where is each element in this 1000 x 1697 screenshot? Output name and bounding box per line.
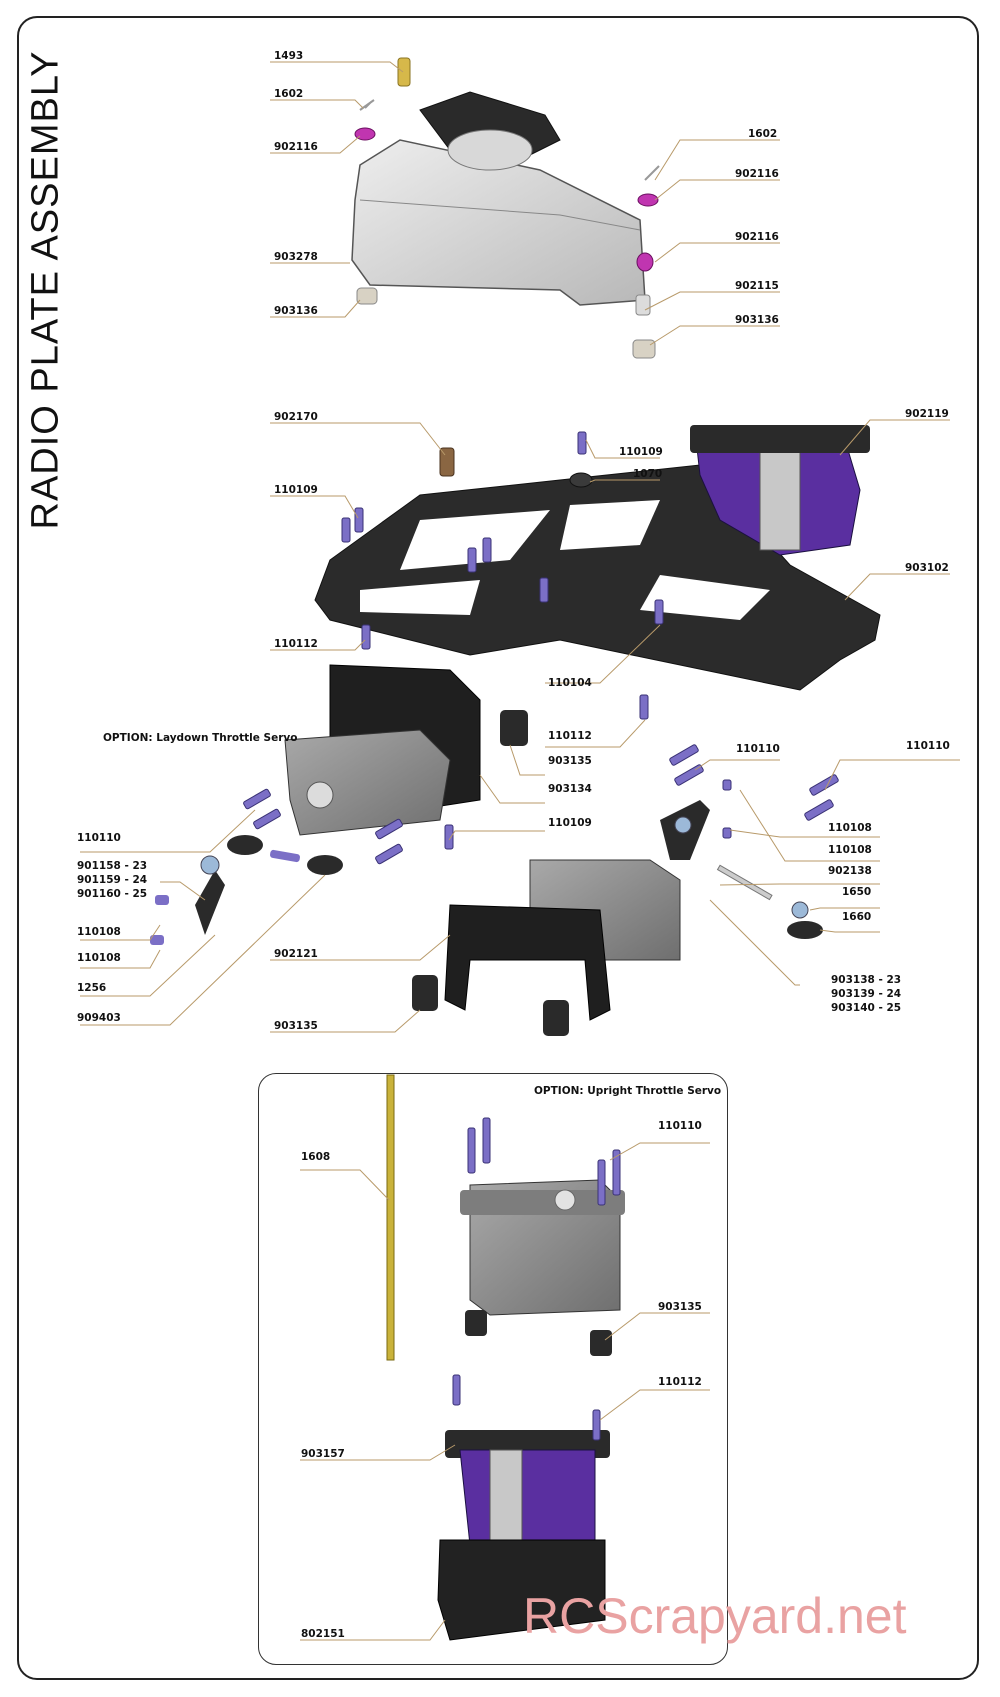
callout-903135: 903135 xyxy=(548,755,592,767)
callout-902119: 902119 xyxy=(905,408,949,420)
callout-1650: 1650 xyxy=(842,886,871,898)
upright-screws xyxy=(452,1117,621,1441)
callout-1660: 1660 xyxy=(842,911,871,923)
callout-110109: 110109 xyxy=(274,484,318,496)
callout-901158: 901158 - 23 xyxy=(77,860,147,872)
callout-110108: 110108 xyxy=(828,822,872,834)
callout-110104: 110104 xyxy=(548,677,592,689)
callout-903135: 903135 xyxy=(274,1020,318,1032)
laydown-servo xyxy=(284,664,528,836)
upright-option-parts xyxy=(386,1074,625,1641)
callout-903134: 903134 xyxy=(548,783,592,795)
callout-903136: 903136 xyxy=(274,305,318,317)
callout-110112: 110112 xyxy=(548,730,592,742)
callout-1070: 1070 xyxy=(633,468,662,480)
callout-909403: 909403 xyxy=(77,1012,121,1024)
callout-110110: 110110 xyxy=(736,743,780,755)
callout-901159: 901159 - 24 xyxy=(77,874,147,886)
callout-110110: 110110 xyxy=(658,1120,702,1132)
callout-903138: 903138 - 23 xyxy=(831,974,901,986)
callout-110108: 110108 xyxy=(77,926,121,938)
callout-902138: 902138 xyxy=(828,865,872,877)
callout-110112: 110112 xyxy=(658,1376,702,1388)
leader-lines xyxy=(80,61,960,1641)
callout-903136: 903136 xyxy=(735,314,779,326)
upright-option-box xyxy=(258,1073,728,1665)
fuel-tank-hardware xyxy=(354,99,660,359)
callout-110112: 110112 xyxy=(274,638,318,650)
throttle-servo-mount xyxy=(412,859,681,1036)
plate-screws xyxy=(341,431,664,720)
callout-110109: 110109 xyxy=(619,446,663,458)
callout-902116: 902116 xyxy=(274,141,318,153)
callout-902116: 902116 xyxy=(735,168,779,180)
callout-903135: 903135 xyxy=(658,1301,702,1313)
linkage-screws xyxy=(243,744,839,865)
option-laydown-label: OPTION: Laydown Throttle Servo xyxy=(103,732,297,744)
callout-110109: 110109 xyxy=(548,817,592,829)
callout-802151: 802151 xyxy=(301,1628,345,1640)
callout-901160: 901160 - 25 xyxy=(77,888,147,900)
page-border xyxy=(17,16,979,1680)
watermark: RCScrapyard.net xyxy=(523,1588,907,1644)
callout-110108: 110108 xyxy=(828,844,872,856)
steering-linkage xyxy=(660,800,823,939)
callout-110110: 110110 xyxy=(77,832,121,844)
option-upright-label: OPTION: Upright Throttle Servo xyxy=(534,1085,721,1097)
callout-902116: 902116 xyxy=(735,231,779,243)
steering-servo-top xyxy=(690,425,870,556)
callout-110110: 110110 xyxy=(906,740,950,752)
callout-903139: 903139 - 24 xyxy=(831,988,901,1000)
callout-1493: 1493 xyxy=(274,50,303,62)
callout-902115: 902115 xyxy=(735,280,779,292)
throttle-linkage xyxy=(150,835,343,945)
callout-903278: 903278 xyxy=(274,251,318,263)
callout-1602: 1602 xyxy=(748,128,777,140)
callout-110108: 110108 xyxy=(77,952,121,964)
callout-1256: 1256 xyxy=(77,982,106,994)
callout-1602: 1602 xyxy=(274,88,303,100)
fuel-tank xyxy=(351,57,646,306)
callout-903140: 903140 - 25 xyxy=(831,1002,901,1014)
callout-902170: 902170 xyxy=(274,411,318,423)
callout-1608: 1608 xyxy=(301,1151,330,1163)
callout-903157: 903157 xyxy=(301,1448,345,1460)
callout-903102: 903102 xyxy=(905,562,949,574)
callout-902121: 902121 xyxy=(274,948,318,960)
callout-labels: 1493 1602 902116 903278 903136 1602 9021… xyxy=(77,50,950,1640)
